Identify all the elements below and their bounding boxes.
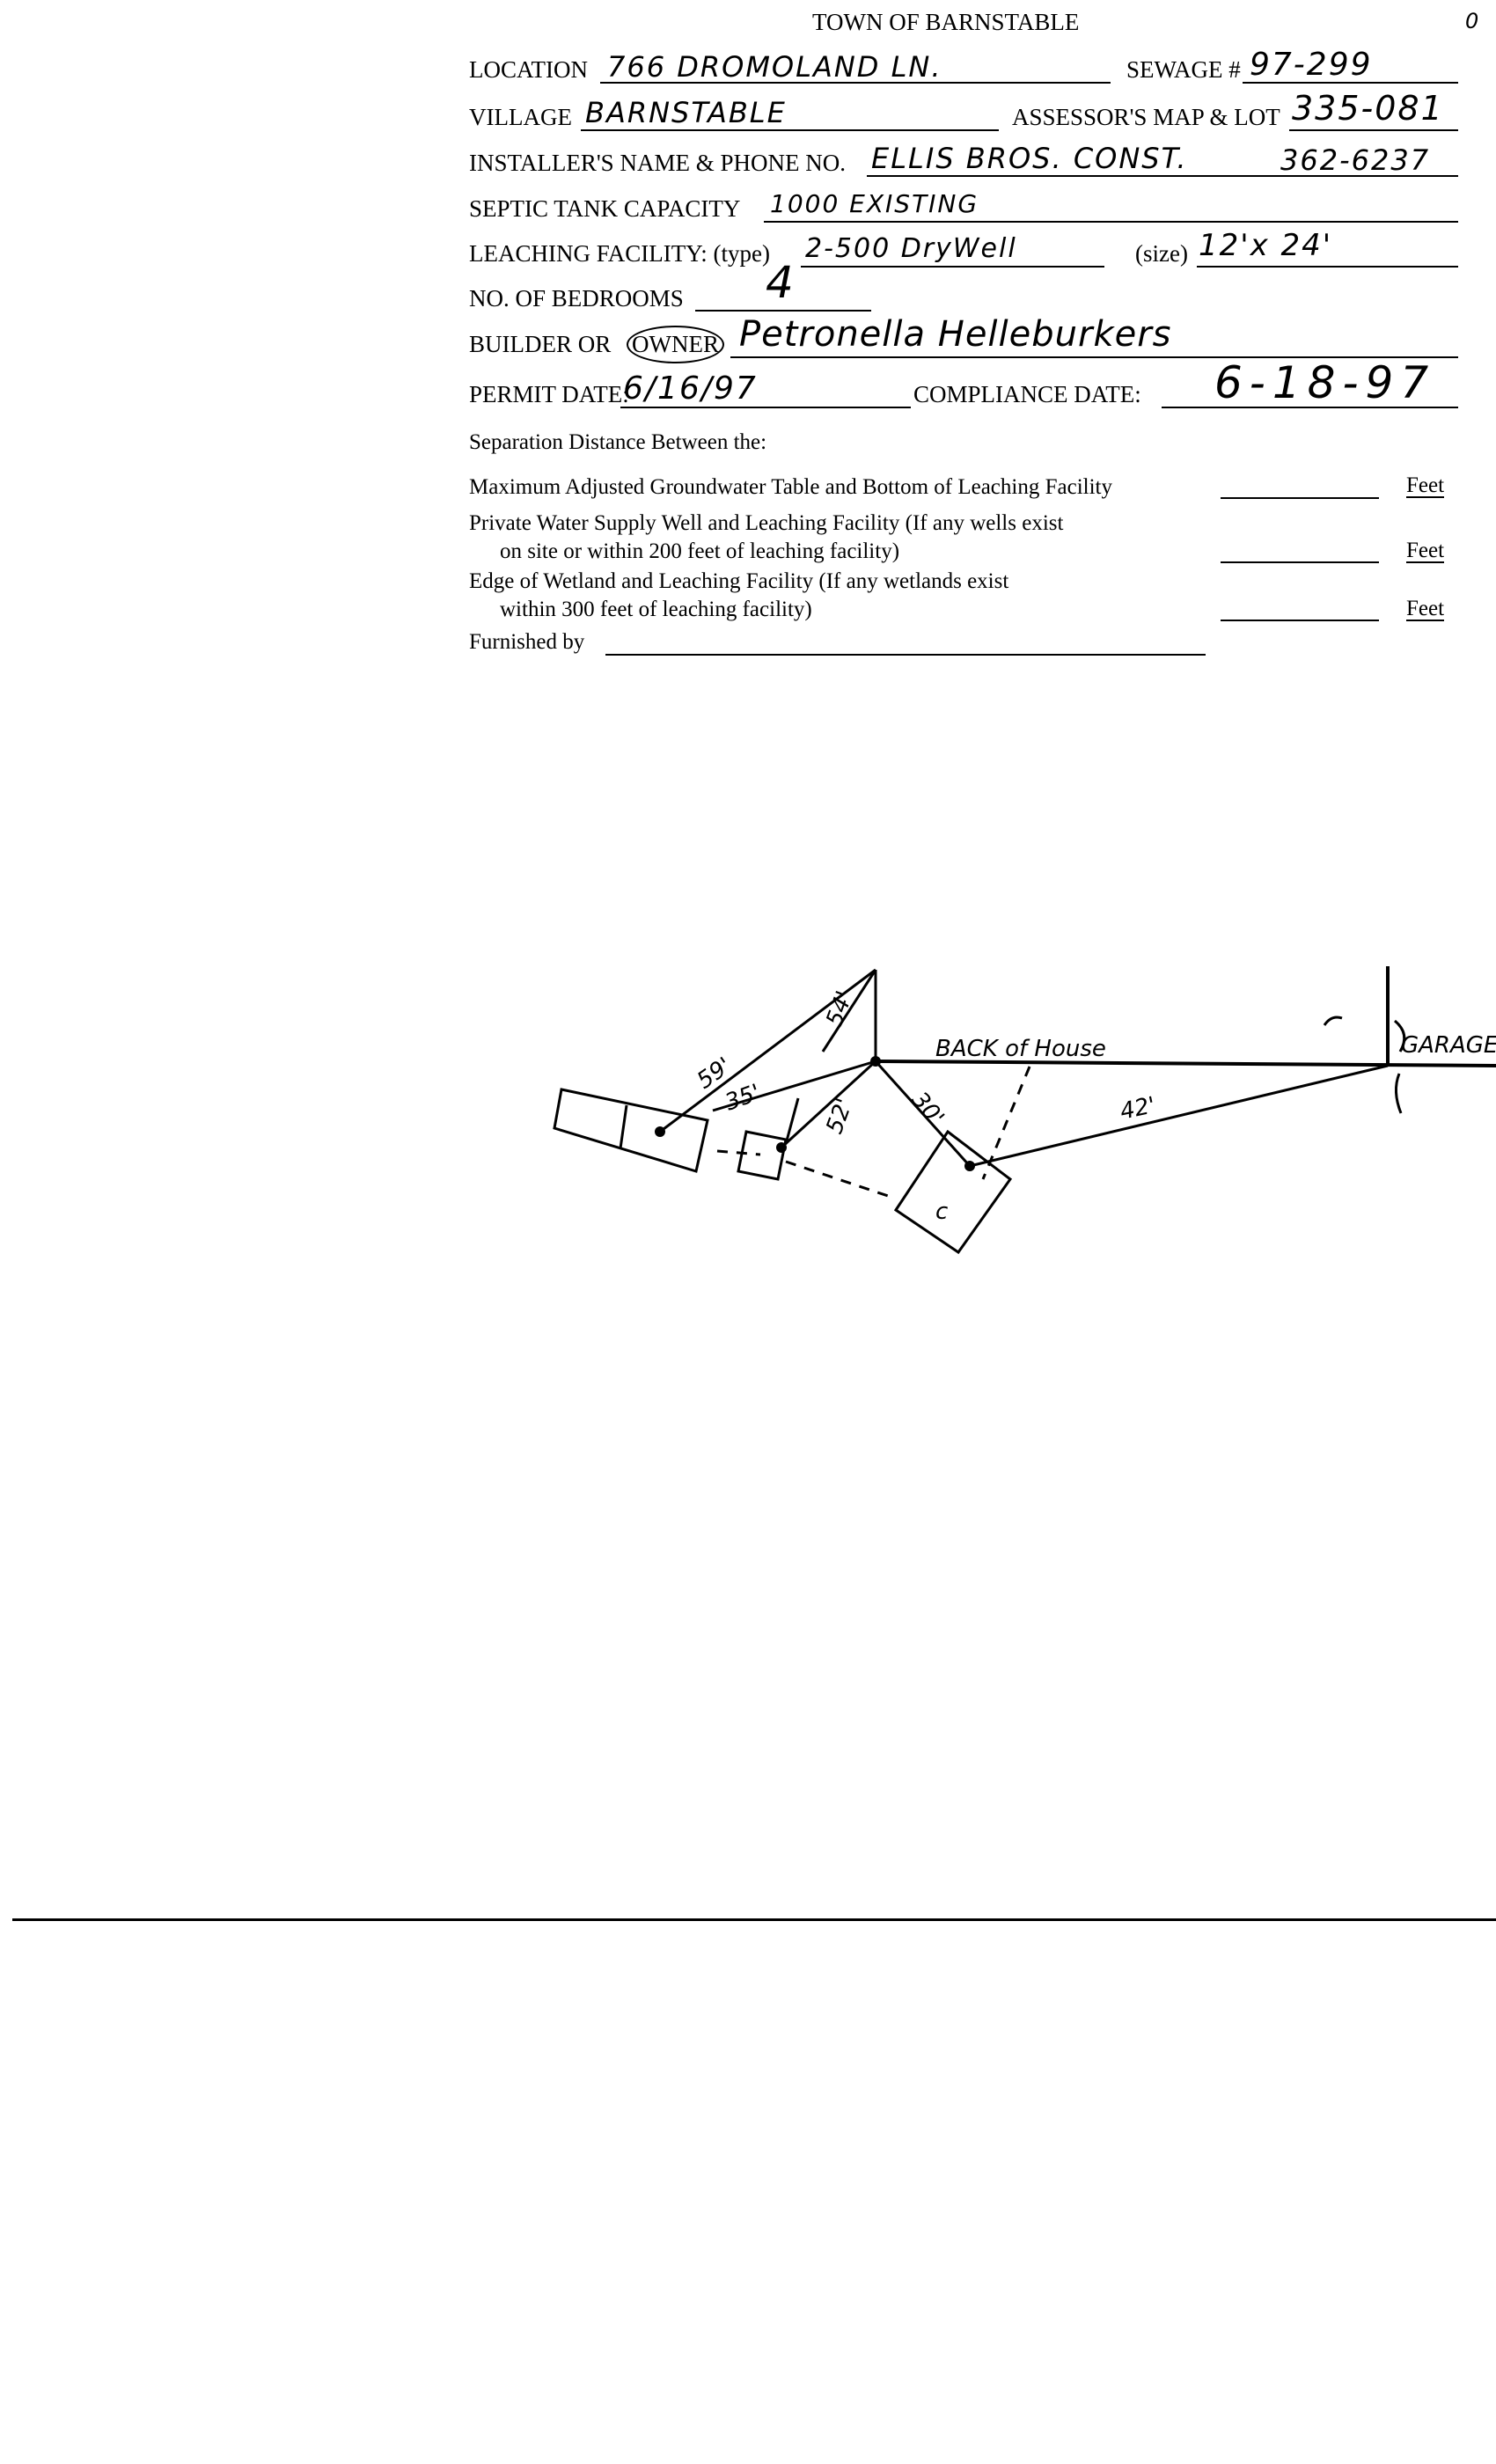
location-label: LOCATION — [469, 56, 588, 83]
permit-value[interactable]: 6/16/97 — [623, 370, 758, 407]
dim-line-30 — [874, 1060, 972, 1168]
dashed-link-2 — [785, 1160, 897, 1200]
separation-3-text2: within 300 feet of leaching facility) — [500, 598, 812, 621]
separation-2-line — [1221, 561, 1379, 563]
dim-line-54 — [821, 969, 877, 1052]
septic-value[interactable]: 1000 EXISTING — [770, 189, 979, 218]
point-leach — [655, 1126, 665, 1137]
leaching-size-line — [1197, 266, 1458, 268]
bedrooms-label: NO. OF BEDROOMS — [469, 285, 684, 312]
tank-mark: c — [935, 1199, 948, 1225]
leaching-value[interactable]: 2-500 DryWell — [805, 233, 1017, 264]
compliance-line — [1162, 407, 1458, 408]
garage-label: GARAGE — [1401, 1032, 1496, 1059]
sewage-value[interactable]: 97-299 — [1250, 47, 1373, 83]
corner-mark: 0 — [1465, 9, 1481, 33]
septic-label: SEPTIC TANK CAPACITY — [469, 195, 741, 222]
village-label: VILLAGE — [469, 104, 572, 130]
builder-label: BUILDER OR — [469, 331, 612, 357]
bedrooms-value[interactable]: 4 — [766, 257, 796, 308]
point-drywell — [776, 1142, 787, 1153]
garage-arc — [1394, 1019, 1406, 1114]
septic-line — [764, 221, 1458, 223]
separation-2-unit: Feet — [1406, 539, 1445, 563]
permit-label: PERMIT DATE: — [469, 381, 629, 407]
permit-line — [620, 407, 911, 408]
leaching-size-value[interactable]: 12'x 24' — [1199, 228, 1333, 263]
point-tank — [964, 1161, 975, 1171]
dashed-link-1 — [716, 1149, 761, 1156]
dim-line-52 — [780, 1060, 877, 1149]
installer-label: INSTALLER'S NAME & PHONE NO. — [469, 150, 846, 176]
form-title: TOWN OF BARNSTABLE — [812, 9, 1080, 35]
installer-value[interactable]: ELLIS BROS. CONST. — [871, 142, 1188, 175]
village-value[interactable]: BARNSTABLE — [585, 96, 787, 129]
leaching-line — [801, 266, 1104, 268]
drywell-tick — [784, 1097, 800, 1145]
builder-line — [730, 356, 1458, 358]
dim-line-42 — [969, 1064, 1389, 1168]
furnished-by-label: Furnished by — [469, 630, 585, 654]
sewage-label: SEWAGE # — [1126, 56, 1241, 83]
dim-label-30: 30' — [906, 1087, 950, 1131]
drywell-box — [737, 1130, 788, 1181]
installer-line — [867, 175, 1458, 177]
owner-label-circled: OWNER — [627, 326, 724, 363]
arc-mark — [1323, 1016, 1343, 1026]
leach-rectangle — [553, 1088, 709, 1173]
location-value[interactable]: 766 DROMOLAND LN. — [607, 50, 942, 84]
separation-2-text: Private Water Supply Well and Leaching F… — [469, 511, 1064, 535]
dim-label-35: 35' — [722, 1080, 764, 1117]
dim-label-54: 54' — [821, 987, 858, 1030]
sewage-line — [1243, 82, 1458, 84]
leach-divider — [619, 1104, 628, 1149]
dim-label-52: 52' — [821, 1095, 858, 1137]
separation-1-unit: Feet — [1406, 473, 1445, 498]
septic-tank — [893, 1129, 1013, 1255]
compliance-value[interactable]: 6-18-97 — [1214, 357, 1436, 408]
back-of-house-line — [875, 1060, 1496, 1067]
separation-2-text2: on site or within 200 feet of leaching f… — [500, 539, 900, 563]
furnished-by-line[interactable] — [605, 654, 1206, 656]
assessor-line — [1289, 129, 1458, 131]
separation-1-text: Maximum Adjusted Groundwater Table and B… — [469, 475, 1112, 499]
separation-3-line — [1221, 620, 1379, 621]
dim-line-35 — [712, 1060, 876, 1112]
compliance-label: COMPLIANCE DATE: — [913, 381, 1141, 407]
bedrooms-line — [695, 310, 871, 312]
dashed-link-3 — [981, 1066, 1031, 1180]
dim-line-59 — [659, 968, 876, 1133]
dim-label-42: 42' — [1118, 1092, 1158, 1126]
separation-3-unit: Feet — [1406, 597, 1445, 621]
back-of-house-label: BACK of House — [935, 1036, 1106, 1062]
leaching-label: LEACHING FACILITY: (type) — [469, 240, 770, 267]
separation-heading: Separation Distance Between the: — [469, 430, 767, 454]
separation-3-text: Edge of Wetland and Leaching Facility (I… — [469, 569, 1009, 593]
point-corner — [870, 1056, 881, 1067]
assessor-label: ASSESSOR'S MAP & LOT — [1012, 104, 1280, 130]
location-line — [600, 82, 1111, 84]
leaching-size-label: (size) — [1135, 240, 1188, 267]
page-bottom-rule — [12, 1918, 1496, 1921]
separation-1-line — [1221, 497, 1379, 499]
assessor-value[interactable]: 335-081 — [1292, 89, 1444, 128]
installer-phone[interactable]: 362-6237 — [1280, 143, 1431, 177]
village-line — [581, 129, 999, 131]
builder-value[interactable]: Petronella Helleburkers — [739, 314, 1172, 355]
